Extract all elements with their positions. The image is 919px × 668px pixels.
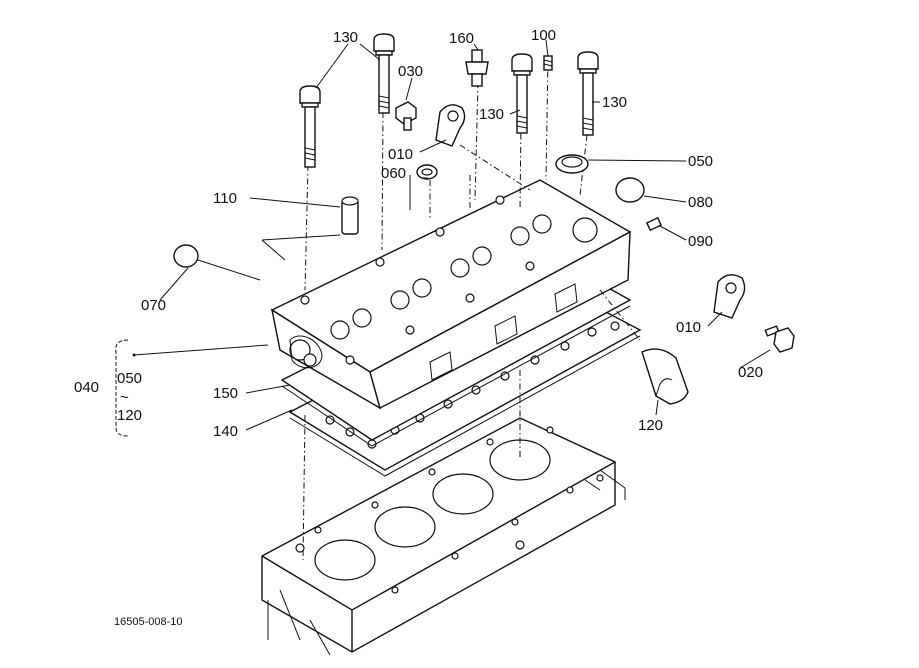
bolt-130-right2	[577, 51, 599, 136]
callout-labels: 130 030 160 100 130 130 010 050 060 110 …	[74, 27, 763, 440]
label-030: 030	[398, 63, 423, 80]
engine-block	[261, 417, 626, 656]
cylinder-head	[270, 179, 632, 410]
hanger-010-upper	[435, 104, 466, 147]
bolt-130-mid	[373, 33, 395, 114]
label-range-tilde: ~	[120, 389, 129, 406]
label-130-center: 130	[479, 106, 504, 123]
sensor-160	[465, 49, 489, 87]
sleeve-110	[341, 196, 359, 235]
label-130-right: 130	[602, 94, 627, 111]
label-040: 040	[74, 379, 99, 396]
block-deck-holes	[295, 426, 604, 594]
bolt-130-left	[299, 85, 321, 168]
figure-code: 16505-008-10	[114, 616, 183, 628]
leader-lines	[133, 39, 771, 431]
seal-050-upper	[555, 154, 589, 174]
plug-080	[615, 177, 645, 203]
hanger-010-lower	[713, 274, 746, 319]
label-090: 090	[688, 233, 713, 250]
bolt-020	[764, 325, 795, 353]
pin-090	[645, 216, 663, 232]
label-060: 060	[381, 165, 406, 182]
label-150: 150	[213, 385, 238, 402]
label-100: 100	[531, 27, 556, 44]
label-010-lower: 010	[676, 319, 701, 336]
bracket-040	[115, 339, 129, 437]
plug-070	[173, 244, 199, 268]
intake-ports	[429, 283, 578, 381]
label-110: 110	[213, 190, 237, 207]
label-010-upper: 010	[388, 146, 413, 163]
label-160: 160	[449, 30, 474, 47]
label-140: 140	[213, 423, 238, 440]
label-050-upper: 050	[688, 153, 713, 170]
bolt-130-right1	[511, 53, 533, 134]
label-020: 020	[738, 364, 763, 381]
seal-060	[416, 164, 438, 180]
label-050-range-start: 050	[117, 370, 142, 387]
valve-seats	[289, 195, 598, 367]
label-080: 080	[688, 194, 713, 211]
stud-100	[543, 55, 553, 71]
label-120-cover: 120	[638, 417, 663, 434]
label-120-range-end: 120	[117, 407, 142, 424]
cover-120	[641, 348, 689, 405]
bolt-030	[395, 101, 417, 131]
label-070: 070	[141, 297, 166, 314]
label-130-top: 130	[333, 29, 358, 46]
